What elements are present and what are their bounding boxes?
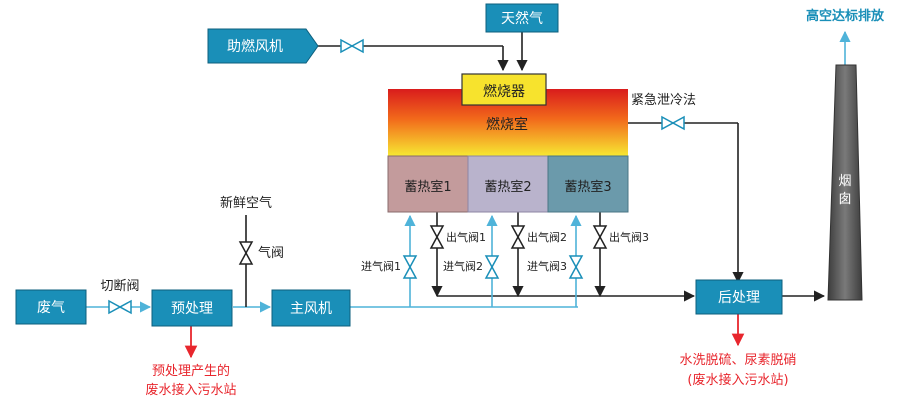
valve-outlet3-icon bbox=[592, 225, 608, 249]
annotation-labels: 切断阀 新鲜空气 气阀 紧急泄冷法 bbox=[100, 93, 696, 294]
pre-waste-line1: 预处理产生的 bbox=[152, 363, 230, 379]
posttreatment-label: 后处理 bbox=[718, 290, 760, 306]
pre-waste-line2: 废水接入污水站 bbox=[145, 382, 236, 398]
valve-outlet2-icon bbox=[510, 225, 526, 249]
chimney bbox=[827, 64, 863, 301]
outlet2-label: 出气阀2 bbox=[527, 230, 567, 244]
chimney-label-1: 烟囱 bbox=[838, 174, 851, 207]
regen3-label: 蓄热室3 bbox=[564, 179, 611, 195]
black-valves bbox=[238, 225, 608, 265]
valves bbox=[108, 38, 685, 315]
regen-chamber-1 bbox=[387, 155, 469, 213]
valve-inlet1-icon bbox=[402, 255, 418, 279]
natural-gas-label: 天然气 bbox=[501, 10, 543, 27]
regen2-label: 蓄热室2 bbox=[484, 179, 531, 195]
post-waste-line2: (废水接入污水站) bbox=[687, 372, 788, 388]
posttreatment-box bbox=[695, 279, 783, 315]
valve-shutoff-icon bbox=[108, 299, 132, 315]
regen-chamber-2 bbox=[467, 155, 549, 213]
air-valve-label: 气阀 bbox=[258, 245, 284, 261]
inlet3-label: 进气阀3 bbox=[527, 259, 567, 273]
valve-fan-icon bbox=[340, 38, 364, 54]
burner-fan-box bbox=[207, 28, 319, 64]
burner-fan-label: 助燃风机 bbox=[227, 38, 283, 55]
outlet3-label: 出气阀3 bbox=[609, 230, 649, 244]
regen1-label: 蓄热室1 bbox=[404, 179, 451, 195]
burner-label: 燃烧器 bbox=[483, 83, 525, 100]
process-boxes: 助燃风机 天然气 废气 预处理 主风机 后处理 bbox=[15, 3, 783, 327]
fresh-air-label: 新鲜空气 bbox=[220, 195, 272, 211]
pretreatment-label: 预处理 bbox=[171, 301, 213, 317]
post-waste-line1: 水洗脱硫、尿素脱硝 bbox=[679, 353, 796, 368]
exhaust-gas-label: 废气 bbox=[37, 300, 65, 316]
valve-labels: 进气阀1 进气阀2 进气阀3 出气阀1 出气阀2 出气阀3 bbox=[361, 230, 649, 273]
emergency-vent-label: 紧急泄冷法 bbox=[631, 93, 696, 108]
valve-inlet3-icon bbox=[568, 255, 584, 279]
valve-air-icon bbox=[238, 241, 254, 265]
pretreatment-box bbox=[151, 289, 233, 327]
outlet1-label: 出气阀1 bbox=[446, 230, 486, 244]
natural-gas-box bbox=[485, 3, 559, 33]
valve-inlet2-icon bbox=[484, 255, 500, 279]
burner-box bbox=[461, 73, 547, 106]
waste-labels: 预处理产生的 废水接入污水站 水洗脱硫、尿素脱硝 (废水接入污水站) bbox=[145, 353, 796, 398]
main-fan-box bbox=[271, 289, 351, 327]
inlet2-label: 进气阀2 bbox=[443, 259, 483, 273]
inlet1-label: 进气阀1 bbox=[361, 259, 401, 273]
main-fan-label: 主风机 bbox=[290, 301, 332, 317]
chamber-label: 燃烧室 bbox=[486, 116, 528, 133]
regen-chamber-3 bbox=[547, 155, 629, 213]
exhaust-gas-box bbox=[15, 289, 87, 325]
valve-emergency-icon bbox=[661, 115, 685, 131]
shutoff-valve-label: 切断阀 bbox=[100, 279, 139, 294]
red-waste-arrows bbox=[184, 314, 745, 359]
valve-outlet1-icon bbox=[429, 225, 445, 249]
high-stack-label: 高空达标排放 bbox=[806, 8, 885, 24]
